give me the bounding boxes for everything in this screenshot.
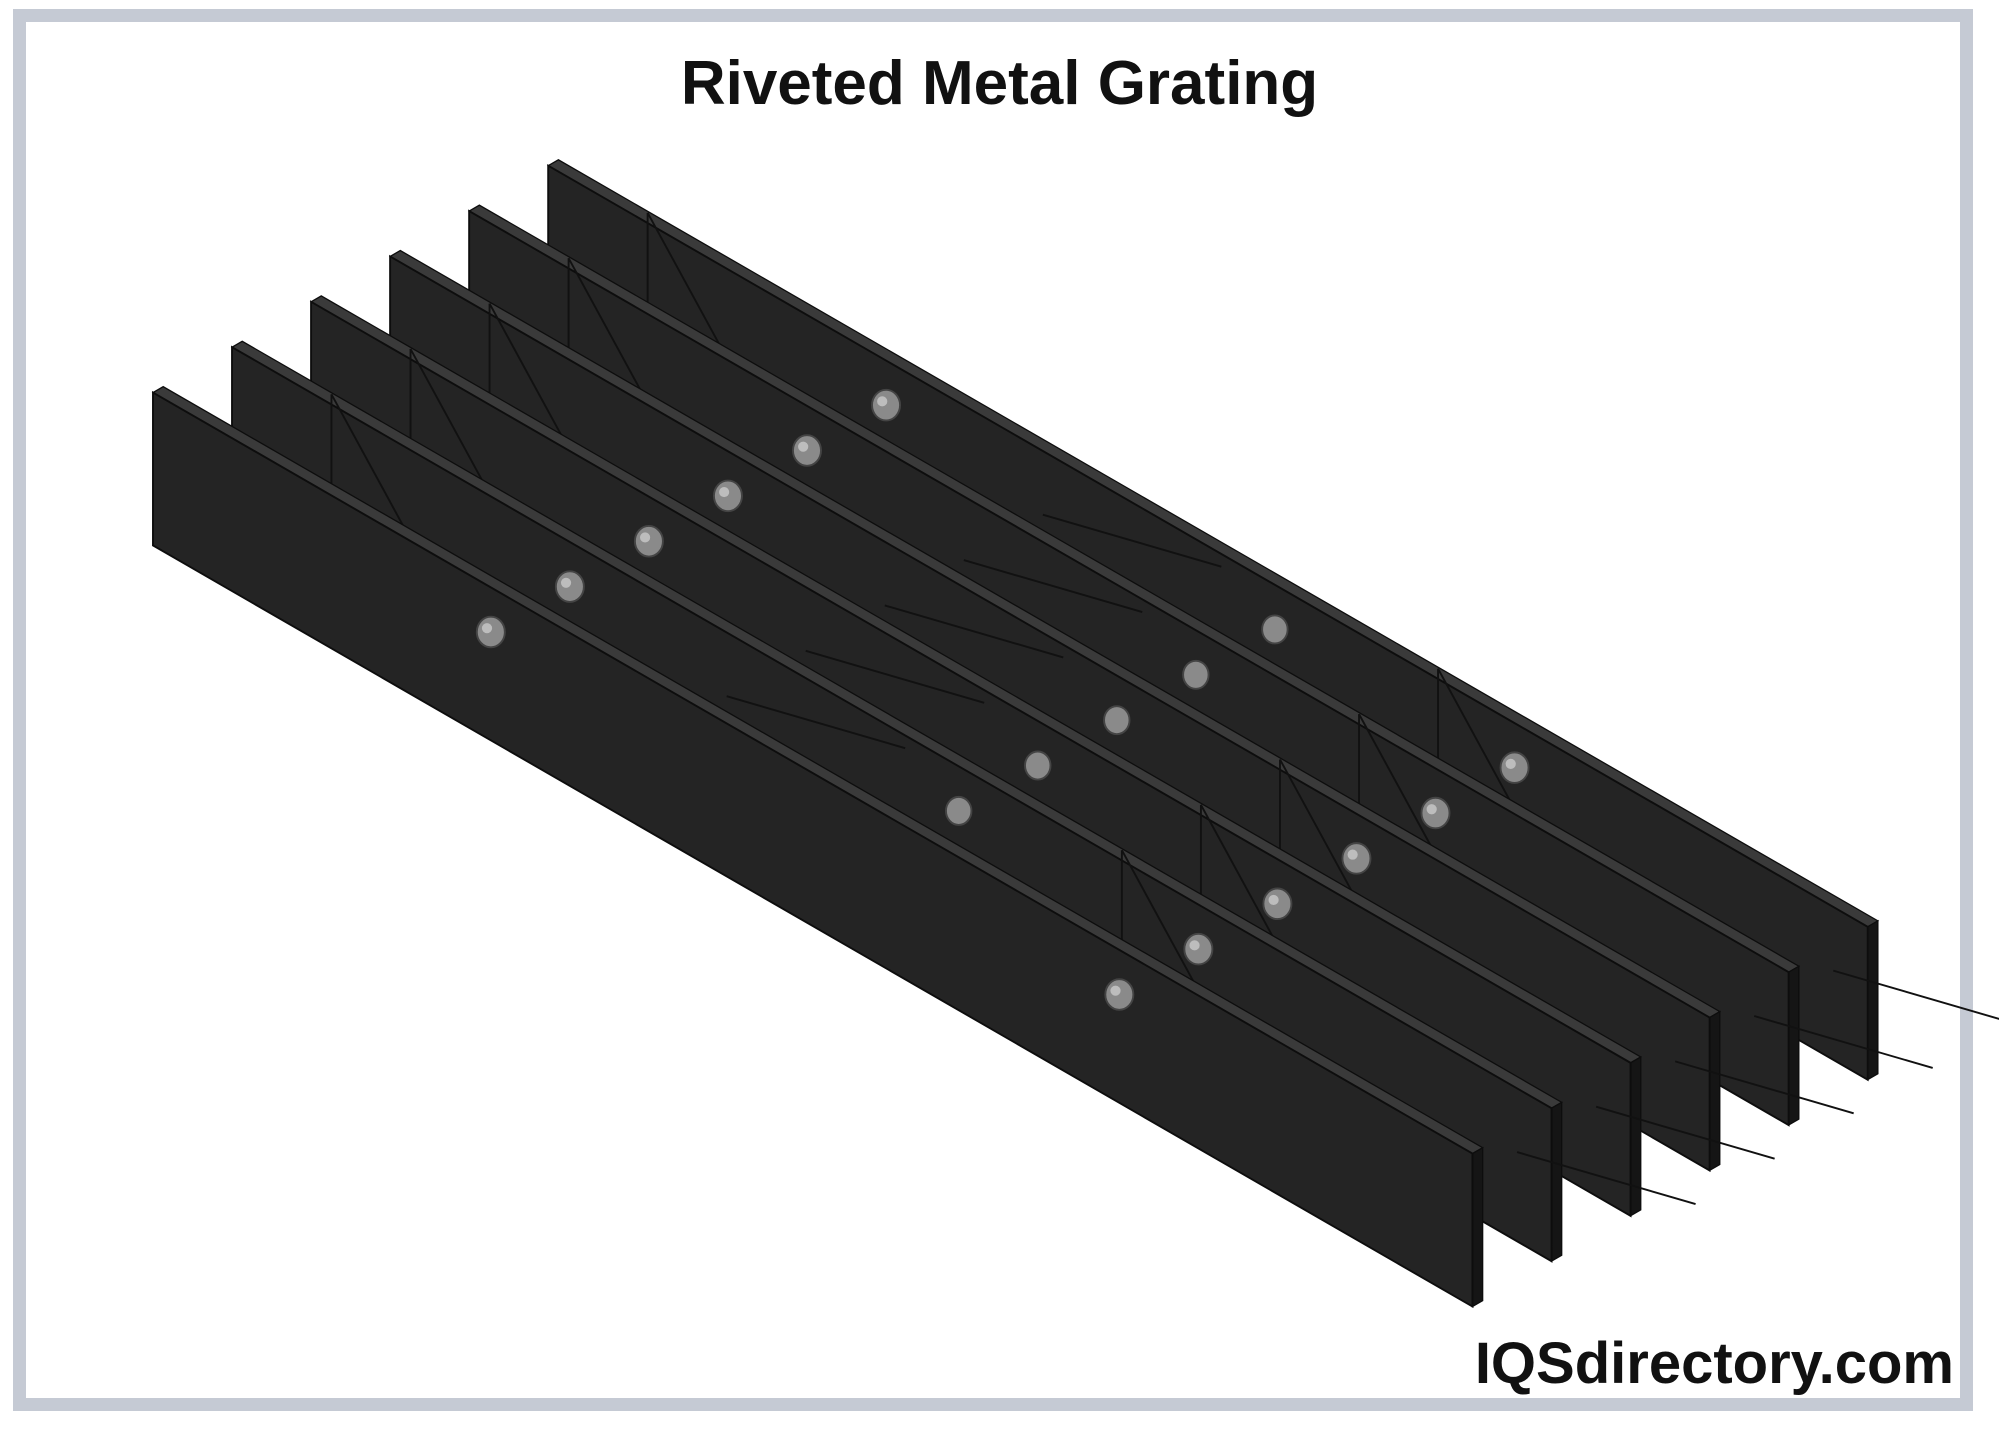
rivet-highlight [719, 486, 730, 498]
rivet-highlight [1189, 940, 1200, 951]
cross-bar-diagonal-line [1358, 713, 1439, 860]
cross-bar-crimp-line [1753, 1015, 1933, 1069]
bar-end-face [1550, 1101, 1563, 1263]
cross-bar-crimp-line [1832, 969, 1999, 1020]
cross-bar-crimp-line [1516, 1151, 1696, 1205]
rivet-highlight [877, 396, 888, 407]
cross-bar-diagonal-line [409, 348, 491, 495]
cross-bar-diagonal-line [488, 303, 570, 450]
rivet-head [1103, 705, 1131, 736]
cross-bar-crimp-line [805, 649, 985, 704]
rivet-head [944, 795, 973, 826]
rivet-head [1499, 751, 1530, 784]
rivet-head [1183, 932, 1214, 966]
cross-bar-diagonal-line [646, 212, 728, 359]
rivet-head [633, 525, 664, 558]
rivet-head [1182, 659, 1210, 690]
rivet-highlight [798, 441, 809, 452]
cross-bar-crimp-line [884, 604, 1064, 659]
rivet-head [1262, 887, 1293, 921]
bar-end-face [1788, 965, 1800, 1127]
cross-bar-diagonal-line [1200, 804, 1281, 951]
rivet-head [1024, 750, 1052, 781]
diagram-title: Riveted Metal Grating [680, 49, 1319, 118]
rivet-head [712, 479, 743, 513]
cross-bar-crimp-line [1674, 1060, 1854, 1115]
bar-end-face [1471, 1146, 1484, 1308]
cross-bar-crimp-line [726, 695, 906, 750]
rivet-highlight [1110, 985, 1121, 996]
bar-end-face [1708, 1010, 1721, 1172]
cross-bar-crimp-line [963, 559, 1143, 613]
rivet-head [475, 615, 506, 649]
bar-end-face [1629, 1055, 1642, 1217]
cross-bar-diagonal-line [1437, 668, 1518, 815]
cross-bar-diagonal-line [567, 257, 649, 404]
cross-bar-diagonal-line [1279, 759, 1360, 905]
rivet-head [792, 434, 822, 467]
rivet-highlight [560, 577, 572, 588]
rivet-highlight [481, 623, 493, 634]
rivet-highlight [1347, 849, 1358, 860]
watermark-brand: IQSdirectory.com [1474, 1331, 1954, 1396]
cross-bar-diagonal-line [330, 393, 412, 540]
cross-bar-crimp-line [1042, 513, 1222, 568]
rivet-head [871, 388, 902, 422]
rivet-highlight [1505, 758, 1516, 769]
bar-end-face [1867, 919, 1879, 1081]
rivet-head [1420, 796, 1451, 830]
rivet-highlight [1268, 894, 1279, 906]
cross-bar-crimp-line [1595, 1105, 1775, 1160]
rivet-highlight [1426, 804, 1437, 815]
cross-bar-diagonal-line [1121, 849, 1202, 996]
rivet-highlight [639, 532, 651, 543]
rivet-head [1341, 842, 1372, 875]
rivet-head [1104, 978, 1135, 1011]
rivet-head [554, 570, 585, 603]
rivet-head [1261, 614, 1289, 645]
